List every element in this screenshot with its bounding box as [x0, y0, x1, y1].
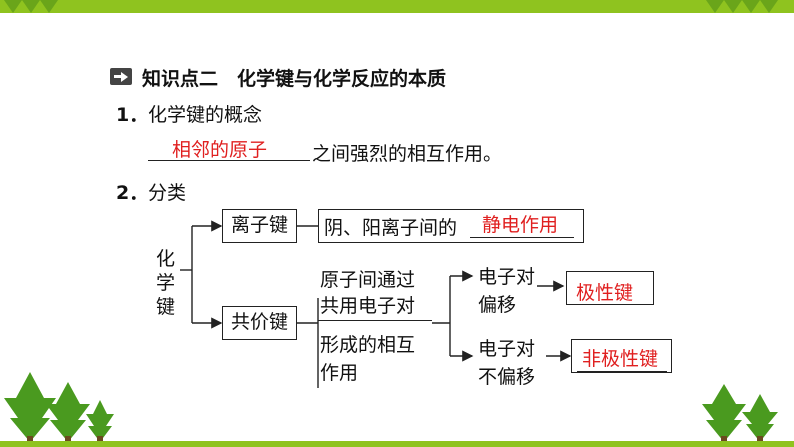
answer-underline: [148, 160, 310, 161]
blank-answer-adjacent-atoms: 相邻的原子: [172, 139, 268, 161]
covalent-description-line: 作用: [320, 362, 359, 384]
top-decoration-bar: [0, 0, 794, 13]
nonpolar-bond-answer: 非极性键: [582, 348, 659, 370]
ionic-bond-answer: 静电作用: [482, 214, 559, 236]
top-triangle-decoration: [706, 0, 724, 13]
root-label-char: 学: [156, 272, 176, 294]
answer-underline: [470, 237, 574, 238]
nonpolar-condition-line: 不偏移: [478, 366, 536, 388]
ionic-bond-box: 离子键: [222, 209, 297, 243]
polar-condition-line: 电子对: [478, 266, 536, 288]
nonpolar-condition-line: 电子对: [478, 338, 536, 360]
top-triangle-decoration: [40, 0, 58, 13]
section-1-number: 1．: [116, 104, 149, 126]
top-triangle-decoration: [4, 0, 22, 13]
answer-underline: [577, 371, 667, 372]
section-2-title: 分类: [148, 182, 187, 204]
section-heading: 知识点二 化学键与化学反应的本质: [142, 68, 447, 90]
top-triangle-decoration: [742, 0, 760, 13]
top-triangle-decoration: [22, 0, 40, 13]
polar-condition-line: 偏移: [478, 294, 517, 316]
section-1-sentence: 之间强烈的相互作用。: [312, 143, 503, 165]
covalent-description-line: 形成的相互: [320, 334, 416, 356]
covalent-bond-box: 共价键: [222, 306, 297, 340]
nonpolar-bond-box: [571, 339, 672, 373]
covalent-description-divider: [318, 320, 432, 321]
covalent-description-line: 共用电子对: [320, 295, 416, 317]
section-1-title: 化学键的概念: [148, 104, 263, 126]
top-triangle-decoration: [760, 0, 778, 13]
polar-bond-answer: 极性键: [576, 282, 634, 304]
arrow-right-icon: [110, 68, 132, 85]
bottom-decoration-bar: [0, 441, 794, 447]
top-triangle-decoration: [724, 0, 742, 13]
polar-bond-box: [566, 271, 654, 305]
covalent-description-line: 原子间通过: [320, 269, 416, 291]
root-label-char: 化: [156, 248, 176, 270]
answer-underline: [571, 304, 647, 305]
ionic-bond-description: 阴、阳离子间的: [324, 217, 458, 239]
section-2-number: 2．: [116, 182, 149, 204]
root-label-char: 键: [156, 296, 176, 318]
